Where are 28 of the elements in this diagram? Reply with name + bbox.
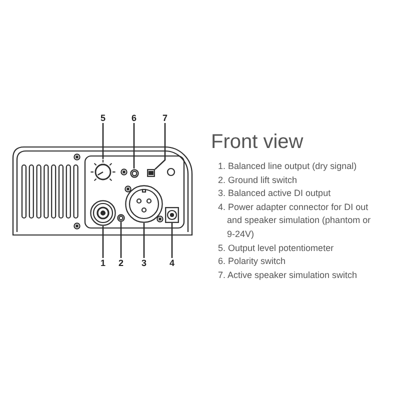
power-socket [165,207,179,223]
round-button [130,168,138,178]
list-item: 2. Ground lift switch [218,174,298,187]
callout-number: 6 [132,113,137,123]
callout-number: 1 [100,258,106,268]
list-item: 3. Balanced active DI output [218,187,331,200]
xlr-socket [125,185,163,223]
list-item: 5. Output level potentiometer [218,242,334,255]
leader-line [102,123,104,159]
callout-number: 4 [170,258,175,268]
slide-switch [147,169,155,177]
leader-line [133,123,135,168]
list-item: 1. Balanced line output (dry signal) [218,160,357,173]
list-item: 7. Active speaker simulation switch [218,268,358,282]
callout-number: 2 [118,258,124,268]
leader-line [120,222,122,258]
leader-line [154,123,166,170]
leader-line [171,223,173,258]
leader-line [143,223,145,258]
list-item: 4. Power adapter connector for DI out and speaker simulation (phantom or 9-24V) [218,200,372,241]
callout-number: 7 [162,113,168,123]
leader-line [102,226,104,258]
round-button [117,214,125,222]
callout-number: 3 [142,258,147,268]
jack-socket [90,200,116,226]
list-item: 6. Polarity switch [218,255,286,268]
callout-number: 5 [100,113,106,123]
heading: Front view [211,130,304,154]
